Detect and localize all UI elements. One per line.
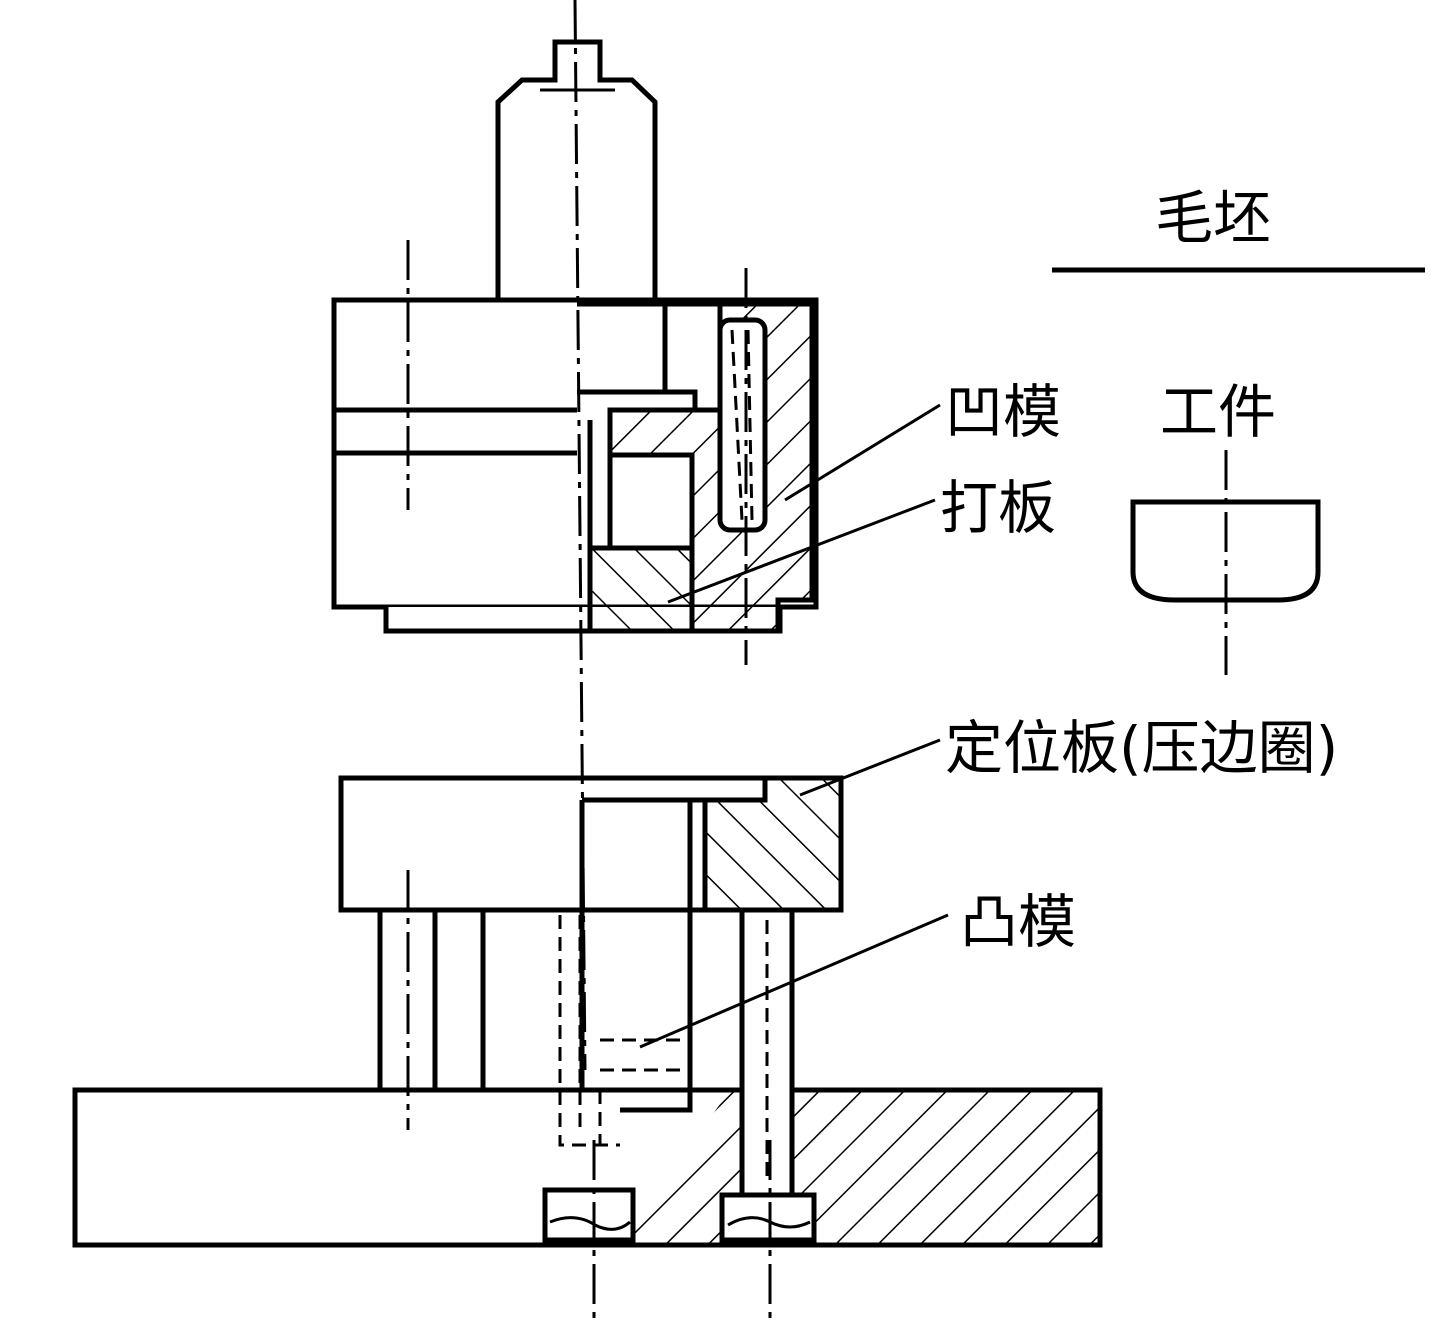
knockout-plate-section	[587, 545, 695, 634]
workpiece-profile	[1130, 499, 1321, 603]
shank	[495, 39, 658, 303]
leader-lines	[639, 403, 949, 1049]
label-workpiece: 工件	[1160, 378, 1276, 446]
upper-die-assembly	[331, 39, 819, 665]
label-locating-plate: 定位板(压边圈)	[945, 714, 1338, 782]
label-punch: 凸模	[960, 888, 1076, 956]
label-knockout-plate: 打板	[940, 474, 1056, 542]
workpiece-sketch	[1130, 450, 1321, 675]
main-centerline	[573, 0, 587, 1071]
lower-die-assembly	[72, 775, 1103, 1325]
label-die: 凹模	[945, 378, 1061, 446]
punch-hidden	[558, 915, 690, 1147]
label-blank: 毛坯	[1155, 184, 1271, 252]
